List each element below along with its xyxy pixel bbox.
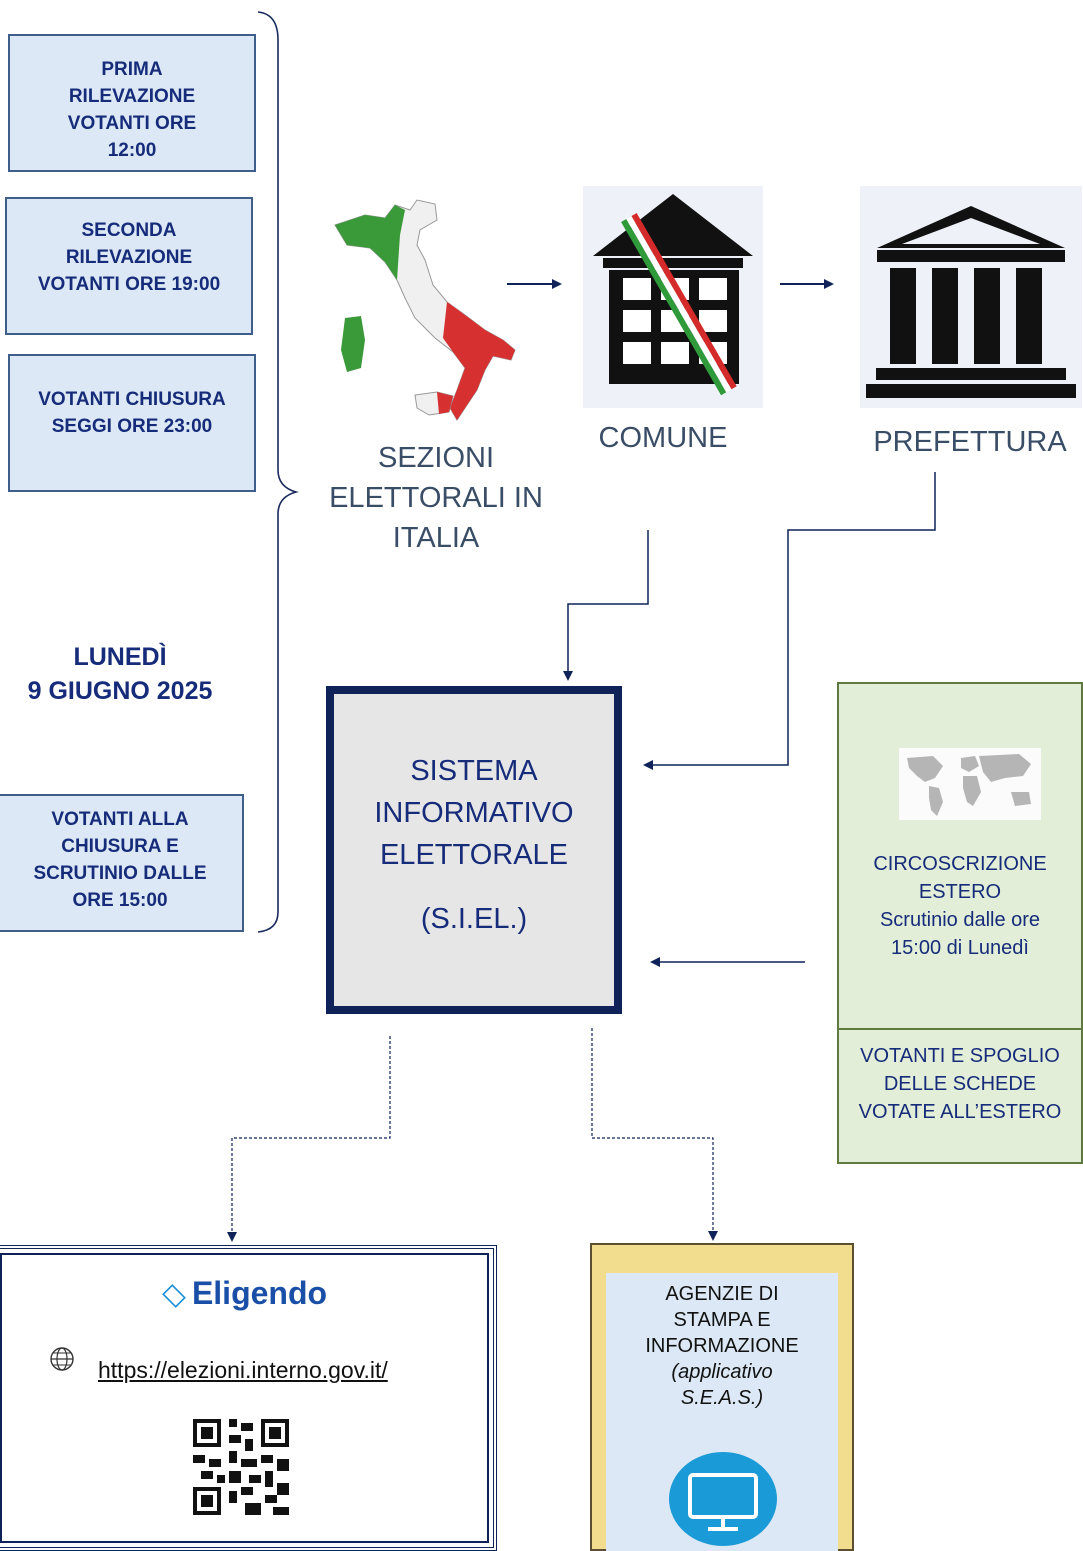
sezioni-label: SEZIONI ELETTORALI IN ITALIA [329, 442, 543, 554]
box-seconda-rilevazione: SECONDA RILEVAZIONE VOTANTI ORE 19:00 [5, 197, 253, 335]
agenzie-box: AGENZIE DI STAMPA E INFORMAZIONE (applic… [590, 1243, 854, 1551]
agenzie-inner: AGENZIE DI STAMPA E INFORMAZIONE (applic… [606, 1273, 838, 1551]
qr-code-icon [193, 1419, 289, 1515]
box-scrutinio: VOTANTI ALLA CHIUSURA E SCRUTINIO DALLE … [0, 794, 244, 932]
box-prima-rilevazione: PRIMA RILEVAZIONE VOTANTI ORE 12:00 [8, 34, 256, 172]
globe-icon [50, 1347, 74, 1371]
prefettura-label: PREFETTURA [873, 426, 1067, 458]
estero-title: CIRCOSCRIZIONE ESTERO Scrutinio dalle or… [873, 853, 1047, 959]
ballot-check-icon [162, 1283, 186, 1308]
comune-label: COMUNE [598, 422, 728, 454]
world-map-icon [899, 748, 1041, 820]
prefettura-icon [860, 186, 1082, 408]
italy-map-icon [334, 199, 516, 421]
eligendo-url-link[interactable]: https://elezioni.interno.gov.it/ [98, 1357, 388, 1383]
date-label: LUNEDÌ 9 GIUGNO 2025 [27, 643, 213, 705]
eligendo-box: Eligendo https://elezioni.interno.gov.it… [0, 1245, 497, 1551]
siel-box: SISTEMA INFORMATIVO ELETTORALE (S.I.EL.) [326, 686, 622, 1014]
estero-bottom: VOTANTI E SPOGLIO DELLE SCHEDE VOTATE AL… [858, 1045, 1062, 1123]
agenzie-text: AGENZIE DI STAMPA E INFORMAZIONE (applic… [645, 1283, 799, 1409]
arrow-prefettura-siel [643, 472, 936, 770]
arrow-siel-agenzie [591, 1028, 718, 1241]
arrow-comune-siel [563, 530, 649, 681]
estero-divider [839, 1028, 1081, 1030]
computer-monitor-icon [669, 1452, 777, 1546]
box-chiusura-seggi: VOTANTI CHIUSURA SEGGI ORE 23:00 [8, 354, 256, 492]
eligendo-brand: Eligendo [0, 1275, 493, 1312]
brace [257, 11, 299, 933]
arrow-siel-eligendo [227, 1036, 391, 1242]
comune-icon [583, 186, 763, 408]
estero-box: CIRCOSCRIZIONE ESTERO Scrutinio dalle or… [837, 682, 1083, 1164]
